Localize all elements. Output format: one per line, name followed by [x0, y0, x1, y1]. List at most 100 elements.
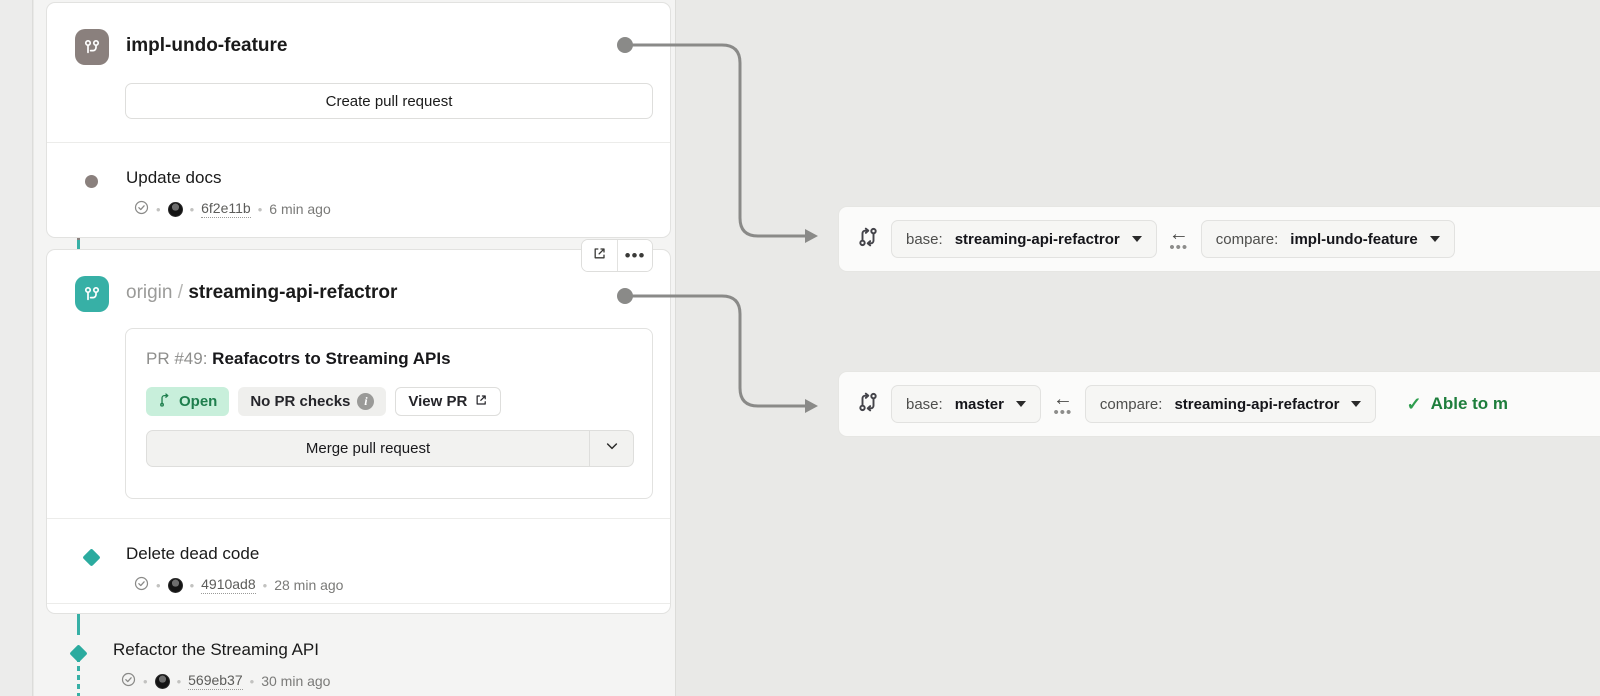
commit-meta: • • 4910ad8 • 28 min ago [134, 576, 343, 594]
chevron-down-icon [1131, 236, 1142, 242]
card-divider [47, 603, 670, 604]
branch-separator: / [177, 282, 184, 303]
commit-row[interactable]: Update docs • • 6f2e11b • 6 min ago [47, 143, 670, 227]
branch-card-streaming-api-refactror: ••• origin / streaming-api-refactror [46, 239, 671, 614]
meta-separator: • [156, 577, 161, 593]
branch-icon [75, 29, 109, 65]
git-compare-icon[interactable] [857, 391, 879, 418]
compare-label: compare: [1099, 395, 1163, 413]
arrow-left-icon: ← [1168, 223, 1189, 245]
compare-bar-streaming-api-refactror: base: master ← ••• compare: streaming-ap… [838, 371, 1600, 437]
pull-request-badges: Open No PR checks i View PR [146, 387, 502, 416]
comparison-canvas [677, 0, 1600, 696]
swap-refs-button[interactable]: ← ••• [1168, 223, 1189, 255]
pull-request-number: PR #49: [146, 349, 208, 368]
compare-value: impl-undo-feature [1290, 230, 1418, 248]
status-badge-open-label: Open [179, 393, 218, 410]
external-link-icon [474, 393, 488, 411]
compare-bar-impl-undo-feature: base: streaming-api-refactror ← ••• comp… [838, 206, 1600, 272]
merge-options-button[interactable] [589, 431, 633, 466]
branch-name-text: impl-undo-feature [126, 35, 288, 56]
compare-label: compare: [1215, 230, 1279, 248]
left-edge-strip [0, 0, 33, 696]
pull-request-title-text: Reafacotrs to Streaming APIs [212, 349, 451, 368]
avatar [154, 673, 170, 689]
branch-name[interactable]: origin / streaming-api-refactror [126, 282, 397, 304]
chevron-down-icon [604, 438, 620, 459]
status-badge-checks: No PR checks i [238, 387, 387, 416]
commit-sha-link[interactable]: 6f2e11b [201, 200, 251, 218]
commit-title: Delete dead code [126, 544, 260, 563]
merge-pull-request-button[interactable]: Merge pull request [147, 431, 589, 466]
swap-dots-icon: ••• [1053, 404, 1073, 421]
base-value: streaming-api-refactror [954, 230, 1120, 248]
check-icon: ✓ [1406, 393, 1422, 414]
check-circle-icon [134, 576, 149, 594]
pull-request-title: PR #49: Reafacotrs to Streaming APIs [146, 349, 451, 369]
compare-branch-select[interactable]: compare: streaming-api-refactror [1084, 385, 1377, 423]
meta-separator: • [176, 673, 182, 689]
check-circle-icon [121, 672, 136, 690]
meta-separator: • [156, 201, 161, 217]
external-link-icon [592, 246, 607, 266]
status-badge-open: Open [146, 387, 230, 416]
commit-time: 28 min ago [274, 577, 344, 593]
merge-status: ✓ Able to m [1406, 394, 1508, 415]
compare-bar-inner: base: master ← ••• compare: streaming-ap… [839, 385, 1508, 423]
swap-refs-button[interactable]: ← ••• [1053, 389, 1073, 421]
meta-separator: • [257, 201, 263, 217]
open-external-button[interactable] [582, 240, 617, 271]
commit-title: Update docs [126, 168, 222, 187]
branch-icon [75, 276, 109, 312]
base-branch-select[interactable]: base: master [891, 385, 1041, 423]
avatar [167, 201, 183, 217]
info-icon[interactable]: i [357, 393, 375, 410]
create-pull-request-button[interactable]: Create pull request [125, 83, 653, 119]
merge-status-label: Able to m [1430, 394, 1509, 413]
base-label: base: [906, 230, 943, 248]
compare-bar-inner: base: streaming-api-refactror ← ••• comp… [839, 220, 1455, 258]
card-corner-actions: ••• [581, 239, 653, 272]
base-value: master [954, 395, 1004, 413]
compare-branch-select[interactable]: compare: impl-undo-feature [1200, 220, 1455, 258]
card-divider [47, 518, 670, 519]
commit-meta: • • 6f2e11b • 6 min ago [134, 200, 331, 218]
chevron-down-icon [1015, 401, 1026, 407]
branch-header: impl-undo-feature [47, 3, 670, 95]
status-badge-checks-label: No PR checks [250, 393, 351, 410]
meta-separator: • [143, 673, 148, 689]
commit-row[interactable]: Refactor the Streaming API • • 569eb37 •… [46, 615, 671, 696]
branch-header: origin / streaming-api-refactror [47, 250, 670, 342]
commit-node-dot-icon [85, 175, 98, 188]
branch-name-text: streaming-api-refactror [188, 282, 398, 303]
card-divider [47, 142, 670, 143]
commit-time: 6 min ago [269, 201, 331, 217]
commit-meta: • • 569eb37 • 30 min ago [121, 672, 330, 690]
check-circle-icon [134, 200, 149, 218]
overflow-dots-icon: ••• [624, 245, 646, 265]
pull-request-icon [158, 392, 172, 411]
merge-pull-request-label: Merge pull request [305, 440, 431, 457]
commit-sha-link[interactable]: 569eb37 [188, 672, 243, 690]
branch-rail-teal-dotted [77, 648, 80, 696]
merge-pull-request-split-button: Merge pull request [146, 430, 634, 467]
commit-time: 30 min ago [261, 673, 331, 689]
branch-card-impl-undo-feature: impl-undo-feature Create pull request Up… [46, 2, 671, 238]
chevron-down-icon [1429, 236, 1440, 242]
commit-title: Refactor the Streaming API [113, 640, 319, 659]
compare-value: streaming-api-refactror [1174, 395, 1340, 413]
base-label: base: [906, 395, 943, 413]
more-options-button[interactable]: ••• [617, 240, 652, 271]
chevron-down-icon [1351, 401, 1362, 407]
git-compare-icon[interactable] [857, 226, 879, 253]
meta-separator: • [249, 673, 255, 689]
commit-row[interactable]: Delete dead code • • 4910ad8 • 28 min ag… [47, 519, 670, 603]
meta-separator: • [262, 577, 268, 593]
branch-remote: origin [126, 282, 173, 303]
base-branch-select[interactable]: base: streaming-api-refactror [891, 220, 1157, 258]
commit-sha-link[interactable]: 4910ad8 [201, 576, 256, 594]
branch-name[interactable]: impl-undo-feature [126, 35, 288, 57]
commit-node-diamond-icon [82, 548, 101, 567]
view-pr-button[interactable]: View PR [395, 387, 502, 416]
